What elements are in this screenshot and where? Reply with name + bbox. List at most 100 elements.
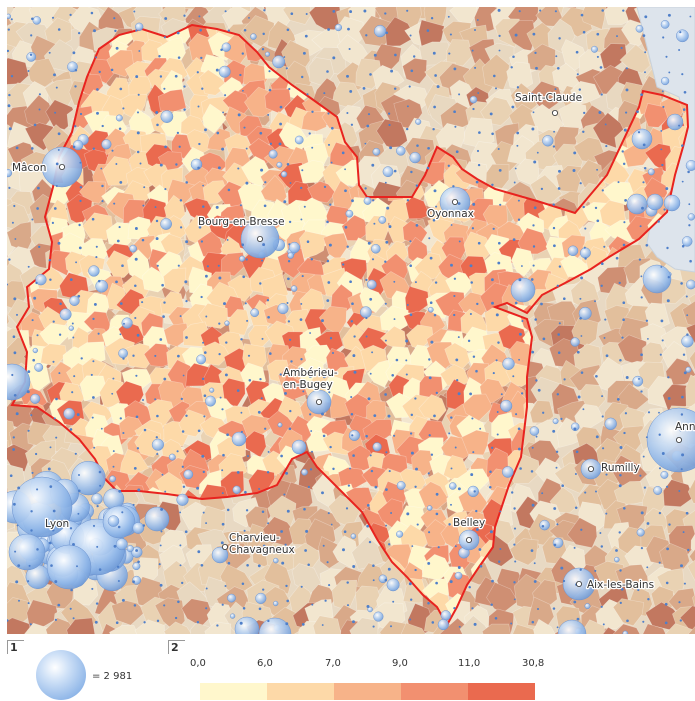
commune-dot: [437, 546, 440, 549]
commune-dot: [204, 128, 207, 132]
commune-dot: [222, 111, 225, 114]
commune-dot: [197, 429, 201, 433]
commune-cell: [206, 127, 232, 152]
commune-dot: [450, 224, 453, 226]
commune-dot: [660, 319, 664, 323]
commune-cell: [682, 300, 695, 327]
commune-dot: [78, 223, 81, 227]
commune-dot: [406, 105, 409, 108]
commune-dot: [197, 105, 200, 108]
commune-dot: [55, 436, 58, 439]
commune-dot: [469, 312, 472, 316]
commune-dot: [245, 509, 249, 512]
commune-dot: [371, 163, 375, 167]
commune-dot: [453, 606, 456, 610]
commune-dot: [599, 66, 603, 69]
population-symbol: [95, 279, 109, 293]
commune-dot: [162, 315, 165, 318]
population-symbol: [552, 537, 564, 549]
commune-dot: [330, 126, 334, 130]
commune-dot: [365, 317, 368, 320]
commune-dot: [284, 391, 287, 395]
commune-dot: [385, 31, 389, 35]
commune-dot: [288, 220, 292, 224]
commune-dot: [91, 217, 95, 221]
commune-dot: [510, 622, 513, 625]
population-symbol: [396, 530, 404, 538]
commune-dot: [622, 162, 626, 166]
commune-dot: [58, 372, 61, 375]
population-symbol: [30, 393, 41, 404]
population-symbol: [373, 24, 387, 38]
commune-dot: [216, 131, 220, 135]
commune-cell: [7, 617, 32, 634]
commune-dot: [372, 625, 375, 628]
commune-dot: [536, 607, 540, 611]
commune-cell: [400, 622, 426, 634]
commune-dot: [302, 51, 306, 55]
commune-dot: [179, 511, 182, 514]
commune-dot: [474, 66, 477, 69]
commune-dot: [453, 67, 457, 71]
commune-dot: [160, 530, 163, 533]
commune-dot: [598, 111, 602, 114]
commune-dot: [367, 113, 371, 116]
legend: 1 = 2 981 2 0,0 6,0 7,0 9,0 11,0 30,8: [0, 636, 695, 701]
population-symbol: [348, 429, 360, 441]
commune-cell: [613, 480, 647, 505]
commune-dot: [137, 488, 141, 492]
commune-dot: [245, 147, 248, 150]
commune-dot: [384, 393, 387, 396]
commune-dot: [311, 110, 314, 113]
commune-dot: [14, 550, 17, 553]
commune-dot: [457, 336, 460, 339]
commune-dot: [221, 603, 224, 606]
population-symbol: [635, 24, 644, 33]
commune-dot: [430, 17, 434, 20]
population-symbol: [218, 65, 231, 78]
commune-dot: [471, 417, 474, 420]
commune-dot: [79, 161, 82, 164]
population-symbol: [91, 493, 103, 505]
commune-dot: [182, 374, 185, 377]
commune-dot: [430, 340, 434, 344]
commune-dot: [428, 531, 431, 534]
commune-cell: [689, 350, 695, 372]
commune-dot: [514, 560, 517, 563]
map-svg[interactable]: MâconSaint-ClaudeBourg-en-BresseOyonnaxA…: [7, 7, 695, 634]
commune-dot: [133, 604, 137, 607]
commune-dot: [349, 467, 351, 470]
commune-dot: [622, 243, 626, 247]
commune-cell: [662, 479, 694, 508]
commune-dot: [309, 468, 313, 471]
commune-dot: [495, 359, 498, 362]
population-symbol: [69, 295, 80, 306]
population-symbol: [239, 255, 246, 262]
legend-tick-1: 6,0: [257, 658, 273, 669]
commune-dot: [410, 170, 413, 174]
commune-dot: [264, 427, 267, 430]
commune-dot: [389, 146, 393, 150]
commune-dot: [262, 243, 266, 247]
commune-dot: [539, 9, 542, 12]
commune-dot: [163, 301, 166, 304]
commune-dot: [196, 621, 200, 624]
commune-dot: [76, 413, 80, 417]
commune-dot: [259, 377, 262, 381]
commune-dot: [640, 547, 644, 550]
commune-dot: [685, 295, 688, 298]
commune-dot: [132, 503, 135, 506]
commune-dot: [530, 549, 534, 552]
commune-dot: [471, 607, 474, 610]
population-symbol: [647, 168, 655, 176]
commune-cell: [163, 621, 192, 634]
commune-dot: [94, 620, 98, 624]
commune-dot: [27, 580, 30, 583]
commune-dot: [449, 580, 453, 584]
commune-dot: [323, 92, 326, 95]
commune-dot: [121, 511, 124, 514]
commune-dot: [8, 186, 11, 189]
commune-dot: [477, 92, 480, 94]
commune-dot: [553, 244, 556, 248]
